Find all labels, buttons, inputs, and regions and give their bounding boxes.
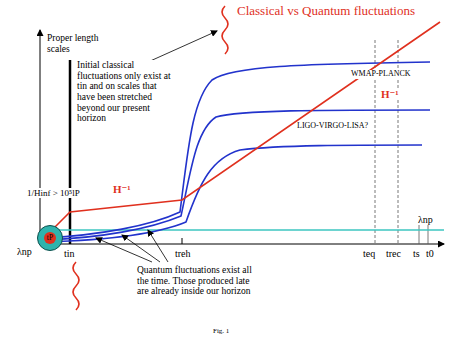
wavy-fluctuation [73, 262, 79, 310]
wavy-fluctuation [222, 6, 228, 54]
band-label: LIGO-VIRGO-LISA? [296, 122, 369, 131]
y-axis [40, 30, 41, 244]
time-label: ts [412, 248, 421, 259]
t0-tick [428, 225, 429, 244]
time-label: tin [63, 248, 76, 259]
time-label: teq [362, 248, 376, 259]
time-label: trec [385, 248, 402, 259]
tin-line [69, 60, 72, 244]
horizon-label: H⁻¹ [112, 183, 132, 195]
treh-tick [182, 238, 183, 244]
leader-arrow [148, 230, 168, 262]
leader-arrow [148, 31, 217, 62]
scale-label: λnp [16, 246, 33, 257]
scale-label: λnp [417, 214, 434, 225]
figure-caption: Fig. 1 [212, 328, 230, 336]
horizon-label: H⁻¹ [380, 88, 400, 100]
note-text: Quantum fluctuations exist all the time.… [136, 265, 256, 297]
x-axis [40, 244, 444, 245]
note-text: Initial classical fluctuations only exis… [76, 60, 174, 124]
axis-label: Proper length scales [46, 33, 110, 54]
lambda-line [40, 229, 444, 231]
time-label: treh [174, 248, 192, 259]
time-label: t0 [425, 248, 435, 259]
chart-title: Classical vs Quantum fluctuations [236, 4, 416, 19]
mode-curve [45, 145, 422, 242]
mode-curve [45, 110, 430, 240]
leader-arrow [122, 235, 160, 262]
start-circle: tP [37, 225, 63, 251]
node-text: tP [47, 234, 53, 242]
band-label: WMAP-PLANCK [350, 70, 412, 79]
scale-label: 1/Hinf > 10⁵lP [26, 188, 81, 198]
ts-tick [419, 225, 420, 244]
